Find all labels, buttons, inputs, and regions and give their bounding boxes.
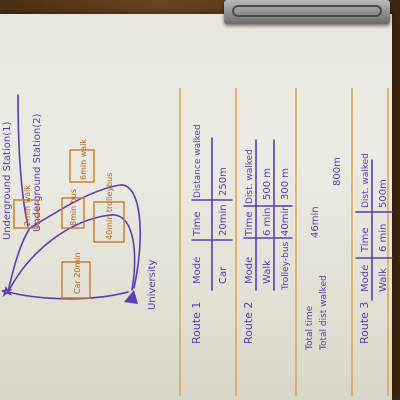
route-2-row-2-time: 40min	[280, 204, 291, 236]
table-rules	[179, 88, 393, 396]
walk-6min-label: 6min walk	[79, 139, 88, 180]
trolleybus-label: 40min trolleybus	[105, 173, 114, 240]
route-2-row-2-distance: 300 m	[280, 168, 291, 200]
route-2-title: Route 2	[242, 302, 255, 344]
route-2-table: Route 2 Mode Time Dist. walked Walk 6 mi…	[242, 149, 291, 344]
route-3-time: 6 min	[378, 224, 389, 252]
route-line-car	[7, 291, 129, 300]
route-3-header-distance: Dist. walked	[361, 153, 371, 208]
route-2-row-1-time: 6 min	[262, 208, 273, 236]
route-3-distance: 500m	[378, 179, 389, 208]
clip-ring	[232, 5, 382, 17]
total-walked-label: Total dist walked	[319, 275, 329, 351]
route-1-title: Route 1	[190, 302, 203, 344]
route-1-header-time: Time	[192, 212, 203, 237]
route-3-table: Route 3 Mode Time Dist. walked Walk 6 mi…	[358, 153, 389, 344]
station-1-label: Underground Station(1)	[2, 122, 13, 240]
route-1-time: 20min	[218, 204, 229, 236]
route-2-row-2-mode: Trolley-bus	[281, 241, 291, 291]
route-3-title: Route 3	[358, 302, 371, 344]
walk-2min-label: 2min walk	[23, 185, 32, 226]
route-line-trolley	[7, 214, 136, 293]
car-time-box	[61, 261, 91, 299]
route-2-row-1-distance: 500 m	[262, 168, 273, 200]
university-label: University	[147, 259, 158, 310]
route-line-to-station	[7, 227, 31, 293]
route-1-mode: Car	[218, 266, 229, 284]
total-walked-value: 800m	[332, 157, 343, 186]
bus-8min-label: 8min bus	[69, 189, 78, 226]
route-2-header-distance: Dist. walked	[245, 149, 255, 204]
route-line-top	[17, 94, 29, 227]
route-1-table: Route 1 Mode Time Distance walked Car 20…	[190, 124, 229, 344]
route-1-header-distance: Distance walked	[193, 124, 203, 198]
route-2-header-mode: Mode	[244, 257, 255, 284]
car-time-label: Car 20min	[73, 252, 82, 294]
route-3-header-time: Time	[360, 228, 371, 253]
station-2-label: Underground Station(2)	[32, 114, 43, 232]
route-3-header-mode: Mode	[360, 265, 371, 292]
total-time-label: Total time	[305, 305, 315, 351]
bus-8min-box	[61, 197, 85, 229]
route-line-bus	[29, 184, 141, 289]
route-1-distance: 250m	[218, 167, 229, 196]
clipboard-clip	[224, 0, 390, 24]
route-2-row-1-mode: Walk	[262, 260, 273, 284]
trolleybus-box	[93, 201, 125, 243]
route-1-header-mode: Mode	[192, 257, 203, 284]
walk-2min-box	[13, 199, 39, 229]
destination-triangle-icon	[124, 290, 138, 304]
route-2-header-time: Time	[244, 212, 255, 237]
total-time-value: 46min	[310, 206, 321, 238]
route-map-sketch: Underground Station(1) Underground Stati…	[1, 94, 158, 310]
walk-6min-box	[69, 149, 95, 183]
totals-block: Total time Total dist walked 46min 800m	[305, 157, 343, 351]
route-3-mode: Walk	[378, 268, 389, 292]
